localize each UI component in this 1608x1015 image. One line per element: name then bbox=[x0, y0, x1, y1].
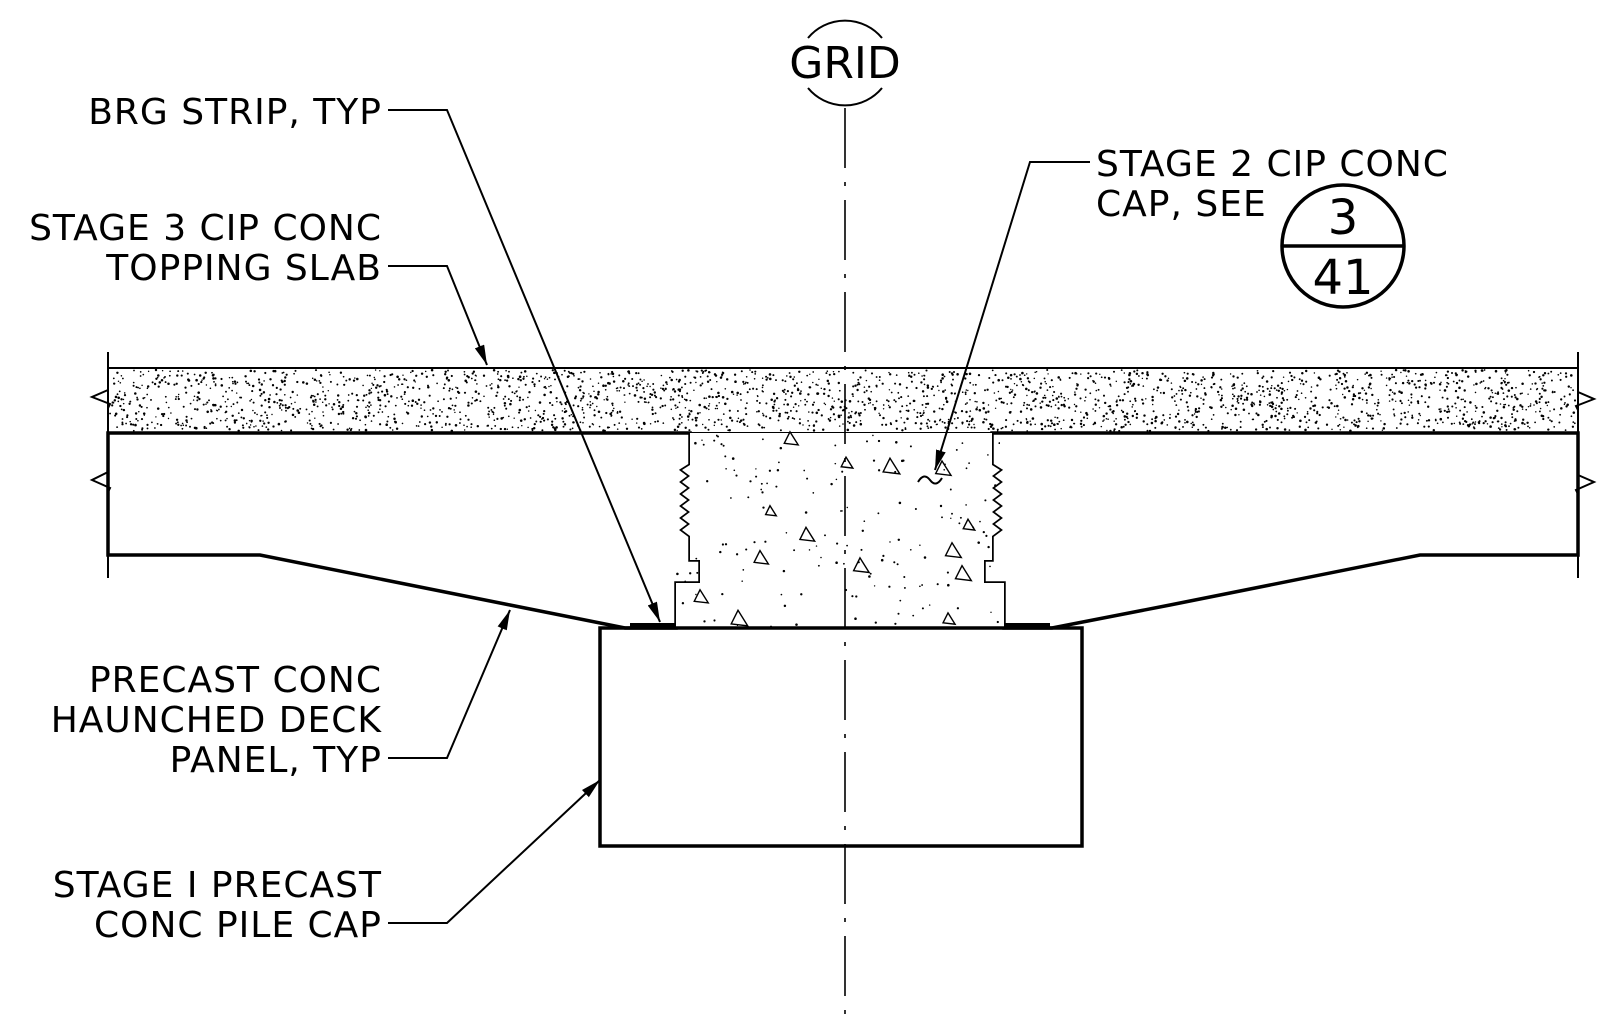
grid-bubble: GRID bbox=[789, 19, 901, 107]
topping-slab bbox=[107, 367, 1579, 434]
callout-pile-cap: STAGE I PRECAST CONC PILE CAP bbox=[53, 865, 382, 946]
pile-cap-leader bbox=[388, 779, 601, 924]
cip-cap-leader-squiggle bbox=[917, 475, 943, 485]
callout-topping-slab-line-1: STAGE 3 CIP CONC bbox=[29, 208, 382, 249]
cip-cap-leader bbox=[934, 161, 1090, 471]
cip-conc-cap bbox=[676, 430, 1004, 628]
deck-panel-left bbox=[106, 431, 702, 630]
detail-sheet: 41 bbox=[1312, 250, 1373, 306]
topping-slab-leader bbox=[388, 265, 488, 366]
deck-panel-leader bbox=[388, 609, 511, 759]
leader-lines bbox=[388, 109, 1090, 924]
detail-number: 3 bbox=[1328, 190, 1359, 246]
brg-strip-leader bbox=[388, 109, 661, 623]
detail-reference-bubble[interactable]: 3 41 bbox=[1280, 183, 1406, 309]
callout-pile-cap-line-2: CONC PILE CAP bbox=[94, 905, 382, 946]
callout-cip-cap-line-1: STAGE 2 CIP CONC bbox=[1096, 144, 1449, 185]
callout-brg-strip-line-1: BRG STRIP, TYP bbox=[88, 92, 382, 133]
callout-deck-panel-line-2: HAUNCHED DECK bbox=[51, 700, 383, 741]
callout-pile-cap-line-1: STAGE I PRECAST bbox=[53, 865, 382, 906]
callout-deck-panel: PRECAST CONC HAUNCHED DECK PANEL, TYP bbox=[51, 660, 383, 781]
break-lines bbox=[89, 352, 1597, 578]
callout-topping-slab: STAGE 3 CIP CONC TOPPING SLAB bbox=[29, 208, 382, 289]
deck-panel-right bbox=[982, 431, 1580, 630]
pile-cap bbox=[598, 626, 1084, 848]
callout-deck-panel-line-1: PRECAST CONC bbox=[89, 660, 382, 701]
callout-brg-strip: BRG STRIP, TYP bbox=[88, 92, 382, 133]
grid-label: GRID bbox=[789, 38, 901, 89]
callout-deck-panel-line-3: PANEL, TYP bbox=[170, 740, 382, 781]
callout-cip-cap: STAGE 2 CIP CONC CAP, SEE bbox=[1096, 144, 1449, 225]
callout-topping-slab-line-2: TOPPING SLAB bbox=[105, 248, 382, 289]
callout-cip-cap-line-2: CAP, SEE bbox=[1096, 184, 1267, 225]
